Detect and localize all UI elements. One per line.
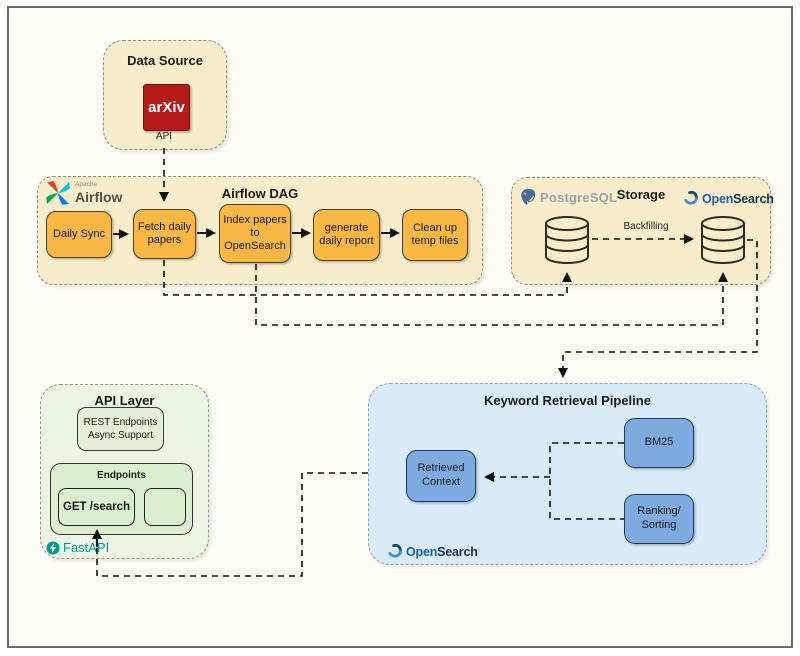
endpoints-title: Endpoints — [97, 470, 146, 481]
rest-endpoints-line1: REST Endpoints — [83, 417, 158, 428]
task-generate-report: generate daily report — [313, 209, 380, 261]
opensearch-wordmark: OpenSearch — [702, 192, 774, 206]
opensearch-word-search: Search — [733, 191, 774, 206]
fastapi-logo: FastAPI — [46, 540, 109, 555]
opensearch-swirl-icon — [684, 191, 699, 205]
airflow-logo-apache: Apache — [75, 181, 98, 189]
task-index-papers: Index papers to OpenSearch — [219, 204, 291, 263]
api-label: API — [155, 131, 173, 142]
opensearch-word-search: Search — [437, 544, 478, 559]
opensearch-word-open: Open — [406, 544, 438, 559]
empty-endpoint-node — [144, 488, 186, 526]
opensearch-db-cylinder — [701, 216, 745, 264]
postgresql-wordmark: PostgreSQL — [540, 189, 618, 205]
fastapi-wordmark: FastAPI — [63, 540, 110, 555]
rest-endpoints-line2: Async Support — [87, 430, 154, 441]
opensearch-swirl-icon — [388, 544, 403, 558]
pipeline-title: Keyword Retrieval Pipeline — [484, 393, 651, 408]
ranking-sorting-node: Ranking/ Sorting — [624, 494, 694, 544]
task-fetch-daily-papers: Fetch daily papers — [133, 209, 196, 259]
task-daily-sync: Daily Sync — [46, 211, 112, 258]
arxiv-logo-text: arXiv — [148, 99, 185, 116]
opensearch-logo-storage: OpenSearch — [684, 191, 774, 206]
api-layer-title: API Layer — [94, 393, 155, 408]
backfilling-label: Backfilling — [623, 221, 669, 232]
opensearch-word-open: Open — [702, 191, 734, 206]
rest-endpoints-node: REST Endpoints Async Support — [77, 407, 164, 451]
opensearch-logo-pipeline: OpenSearch — [388, 544, 478, 559]
task-clean-up: Clean up temp files — [402, 209, 468, 261]
airflow-logo: Apache Airflow — [45, 180, 122, 206]
postgresql-elephant-icon — [521, 189, 536, 205]
arxiv-node: arXiv — [143, 84, 190, 131]
data-source-title: Data Source — [127, 53, 203, 68]
postgresql-logo: PostgreSQL — [519, 188, 617, 206]
bm25-node: BM25 — [624, 418, 694, 468]
opensearch-wordmark: OpenSearch — [406, 545, 478, 559]
postgres-db-cylinder — [545, 216, 589, 264]
airflow-logo-word: Airflow — [75, 188, 123, 205]
get-search-node: GET /search — [58, 488, 135, 526]
storage-title: Storage — [616, 187, 666, 202]
fastapi-bolt-icon — [46, 540, 60, 555]
airflow-pinwheel-icon — [46, 181, 70, 205]
airflow-dag-title: Airflow DAG — [221, 186, 299, 201]
retrieved-context-node: Retrieved Context — [406, 450, 476, 502]
